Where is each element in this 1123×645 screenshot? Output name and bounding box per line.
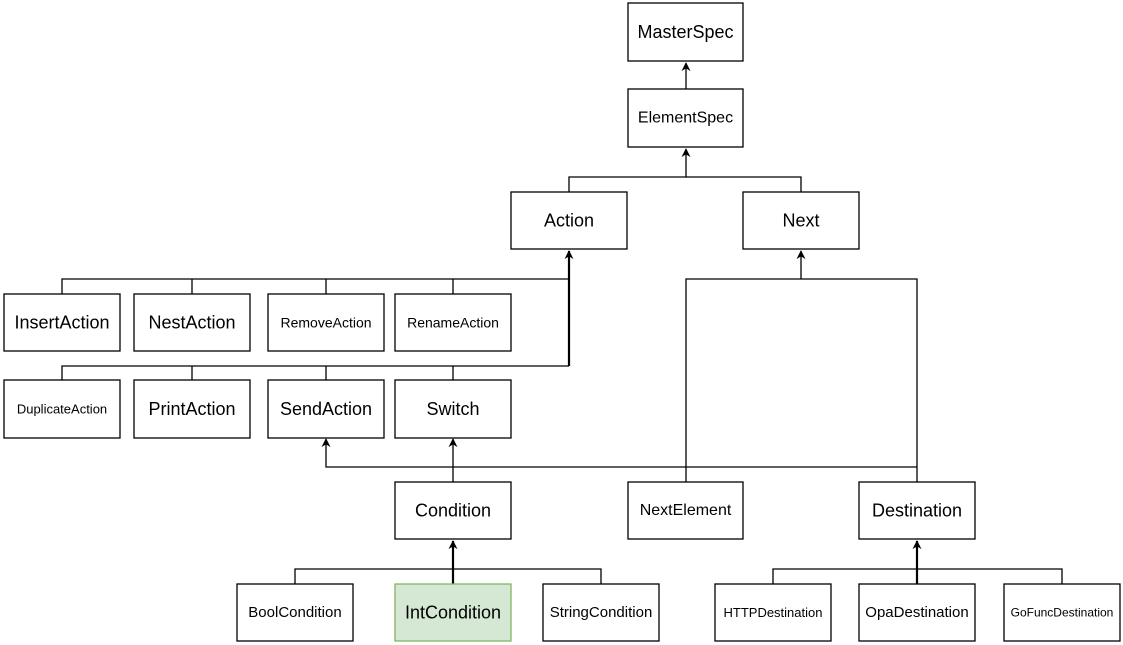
node-intcondition[interactable]: IntCondition [394,583,512,642]
node-masterspec-label: MasterSpec [637,22,733,42]
edge-conditions-to-condition [294,568,602,584]
node-renameaction-label: RenameAction [407,315,499,331]
node-action[interactable]: Action [510,191,628,250]
node-nextelement-label: NextElement [640,502,732,519]
node-opadestination-label: OpaDestination [865,604,968,621]
node-removeaction-label: RemoveAction [280,315,371,331]
connector-lines [61,62,1063,584]
node-gofuncdestination[interactable]: GoFuncDestination [1003,583,1121,642]
node-destination-label: Destination [872,501,962,521]
node-boolcondition[interactable]: BoolCondition [236,583,354,642]
node-elementspec[interactable]: ElementSpec [627,88,744,148]
node-printaction-label: PrintAction [148,399,235,419]
node-insertaction[interactable]: InsertAction [3,293,121,352]
node-elementspec-label: ElementSpec [638,110,733,127]
node-gofuncdestination-label: GoFuncDestination [1011,606,1114,620]
node-condition-label: Condition [415,501,491,521]
node-switch[interactable]: Switch [394,379,512,439]
node-removeaction[interactable]: RemoveAction [267,293,385,352]
node-nestaction[interactable]: NestAction [133,293,251,352]
node-destination[interactable]: Destination [858,481,976,540]
node-nestaction-label: NestAction [148,313,235,333]
node-switch-label: Switch [426,399,479,419]
node-condition[interactable]: Condition [394,481,512,540]
node-masterspec[interactable]: MasterSpec [627,2,744,62]
node-stringcondition[interactable]: StringCondition [542,583,660,642]
edge-action-elementspec [568,148,691,192]
node-stringcondition-label: StringCondition [550,604,653,621]
node-printaction[interactable]: PrintAction [133,379,251,439]
edge-row2-to-action [61,365,569,380]
node-next[interactable]: Next [742,191,860,250]
edge-next-elementspec [686,176,802,192]
node-duplicateaction[interactable]: DuplicateAction [3,379,121,439]
node-intcondition-label: IntCondition [405,603,501,623]
node-opadestination[interactable]: OpaDestination [858,583,976,642]
node-httpdestination-label: HTTPDestination [724,605,823,620]
edge-next-children [685,251,918,482]
node-insertaction-label: InsertAction [14,313,109,333]
node-action-label: Action [544,211,594,231]
node-next-label: Next [782,211,819,231]
node-duplicateaction-label: DuplicateAction [17,402,107,417]
node-httpdestination[interactable]: HTTPDestination [714,583,832,642]
node-sendaction[interactable]: SendAction [267,379,385,439]
node-nextelement[interactable]: NextElement [627,481,744,540]
edge-destination-sendaction [321,438,917,468]
edge-row1-to-action [61,278,569,294]
node-renameaction[interactable]: RenameAction [394,293,512,352]
node-sendaction-label: SendAction [280,399,372,419]
node-boolcondition-label: BoolCondition [248,604,341,621]
